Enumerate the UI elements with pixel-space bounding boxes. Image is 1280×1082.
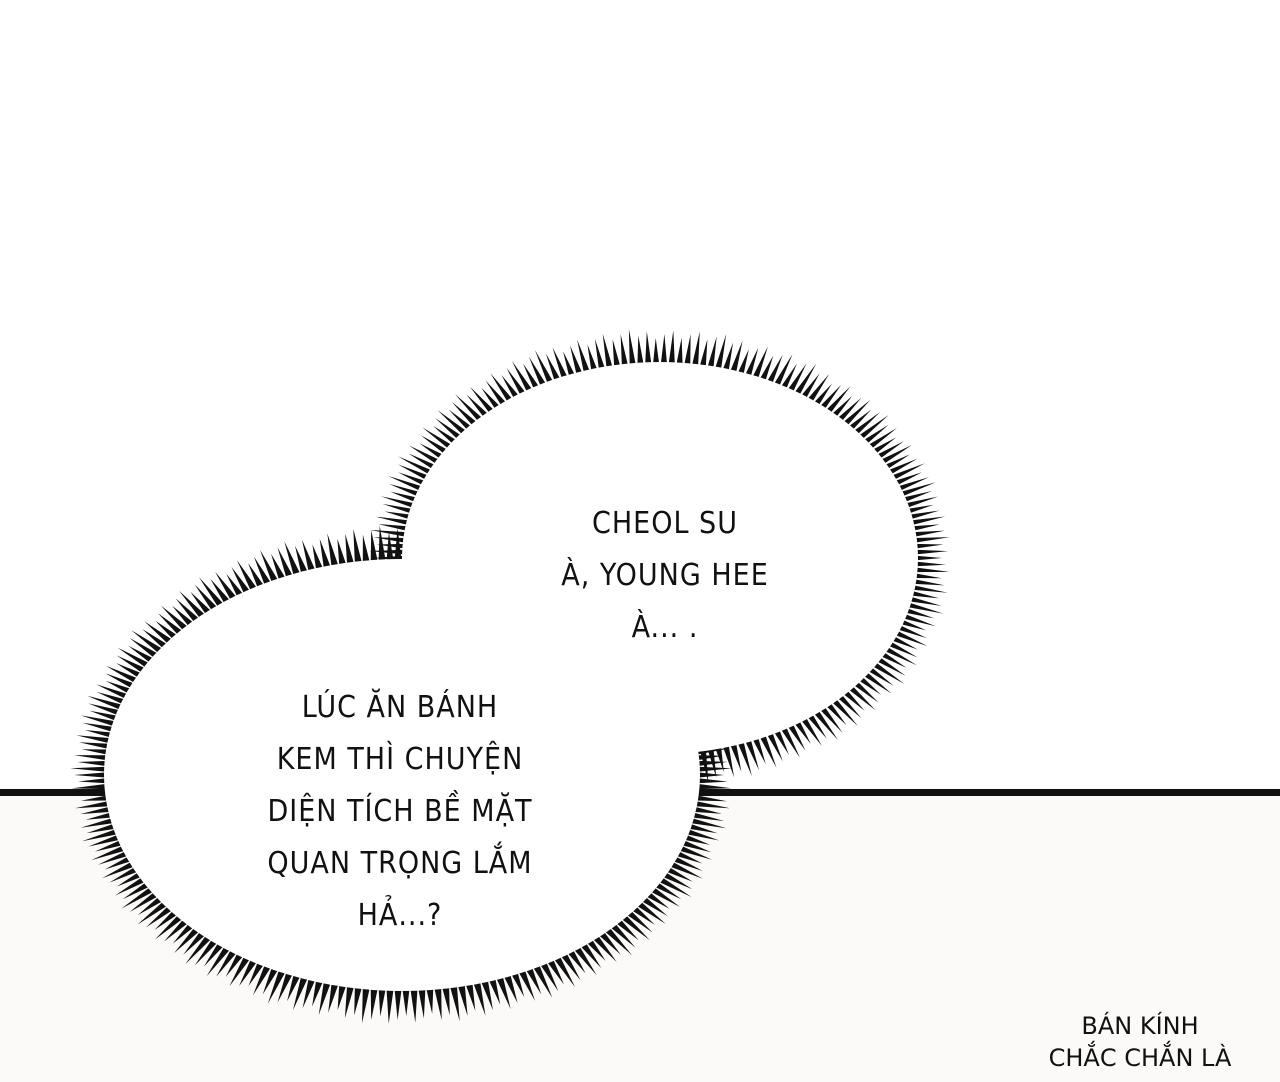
caption-text: BÁN KÍNH CHẮC CHẮN LÀ xyxy=(1010,1010,1270,1074)
speech-line: À, YOUNG HEE xyxy=(561,558,769,593)
speech-line: À... . xyxy=(631,610,699,645)
speech-line: KEM THÌ CHUYỆN xyxy=(276,742,524,777)
speech-line: CHEOL SU xyxy=(592,506,738,541)
caption-line: CHẮC CHẮN LÀ xyxy=(1048,1044,1232,1072)
speech-text-left: LÚC ĂN BÁNH KEM THÌ CHUYỆN DIỆN TÍCH BỀ … xyxy=(230,682,570,942)
caption-line: BÁN KÍNH xyxy=(1081,1012,1199,1040)
speech-line: LÚC ĂN BÁNH xyxy=(301,690,499,725)
speech-line: QUAN TRỌNG LẮM xyxy=(267,846,533,881)
speech-bubble-left xyxy=(104,559,700,991)
speech-line: DIỆN TÍCH BỀ MẶT xyxy=(267,794,533,829)
speech-line: HẢ...? xyxy=(357,898,443,933)
speech-text-right: CHEOL SU À, YOUNG HEE À... . xyxy=(520,498,810,654)
